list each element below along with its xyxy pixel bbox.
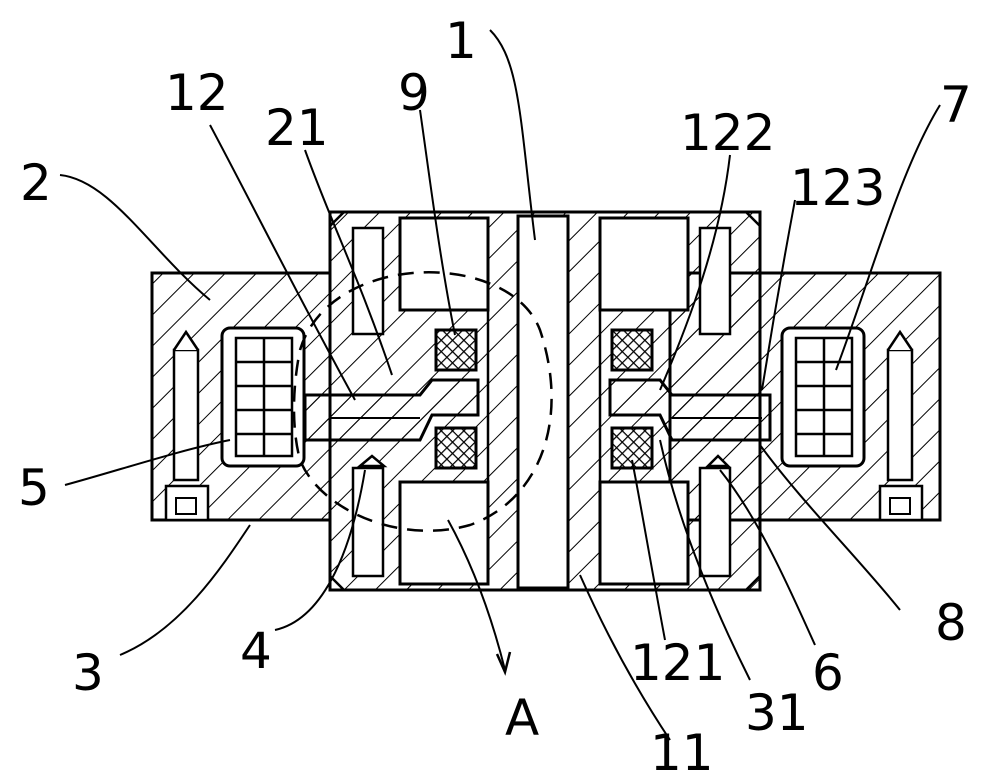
upper-cavities: [351, 216, 732, 336]
label-31: 31: [745, 684, 809, 742]
label-11: 11: [650, 724, 714, 778]
magnet-right: [780, 326, 866, 468]
leader-lines: [59, 29, 941, 741]
shaft-bore: [516, 214, 570, 590]
label-8: 8: [935, 594, 967, 652]
label-A: A: [505, 689, 539, 747]
label-6: 6: [812, 644, 844, 702]
label-121: 121: [630, 634, 725, 692]
label-123: 123: [790, 159, 885, 217]
reference-labels: 1 2 3 4 5 6 7 8 9 11 12 21 31 121 122 12…: [18, 12, 972, 778]
label-5: 5: [18, 459, 50, 517]
lower-cavities: [351, 466, 732, 586]
armature-plate: [303, 378, 772, 442]
label-2: 2: [20, 154, 52, 212]
dashed-circle: [292, 271, 553, 532]
label-1: 1: [445, 12, 477, 70]
label-12: 12: [165, 64, 229, 122]
magnet-left: [220, 326, 306, 468]
label-7: 7: [940, 76, 972, 134]
bolt-left: [164, 329, 210, 522]
label-3: 3: [72, 644, 104, 702]
direction-arrow: [447, 519, 512, 676]
label-9: 9: [398, 64, 430, 122]
label-4: 4: [240, 622, 272, 680]
coil-windings: [434, 328, 654, 470]
bolt-right: [878, 329, 924, 522]
shaft-walls: [486, 218, 602, 584]
label-122: 122: [680, 104, 775, 162]
pins: [356, 454, 732, 468]
label-21: 21: [265, 99, 329, 157]
